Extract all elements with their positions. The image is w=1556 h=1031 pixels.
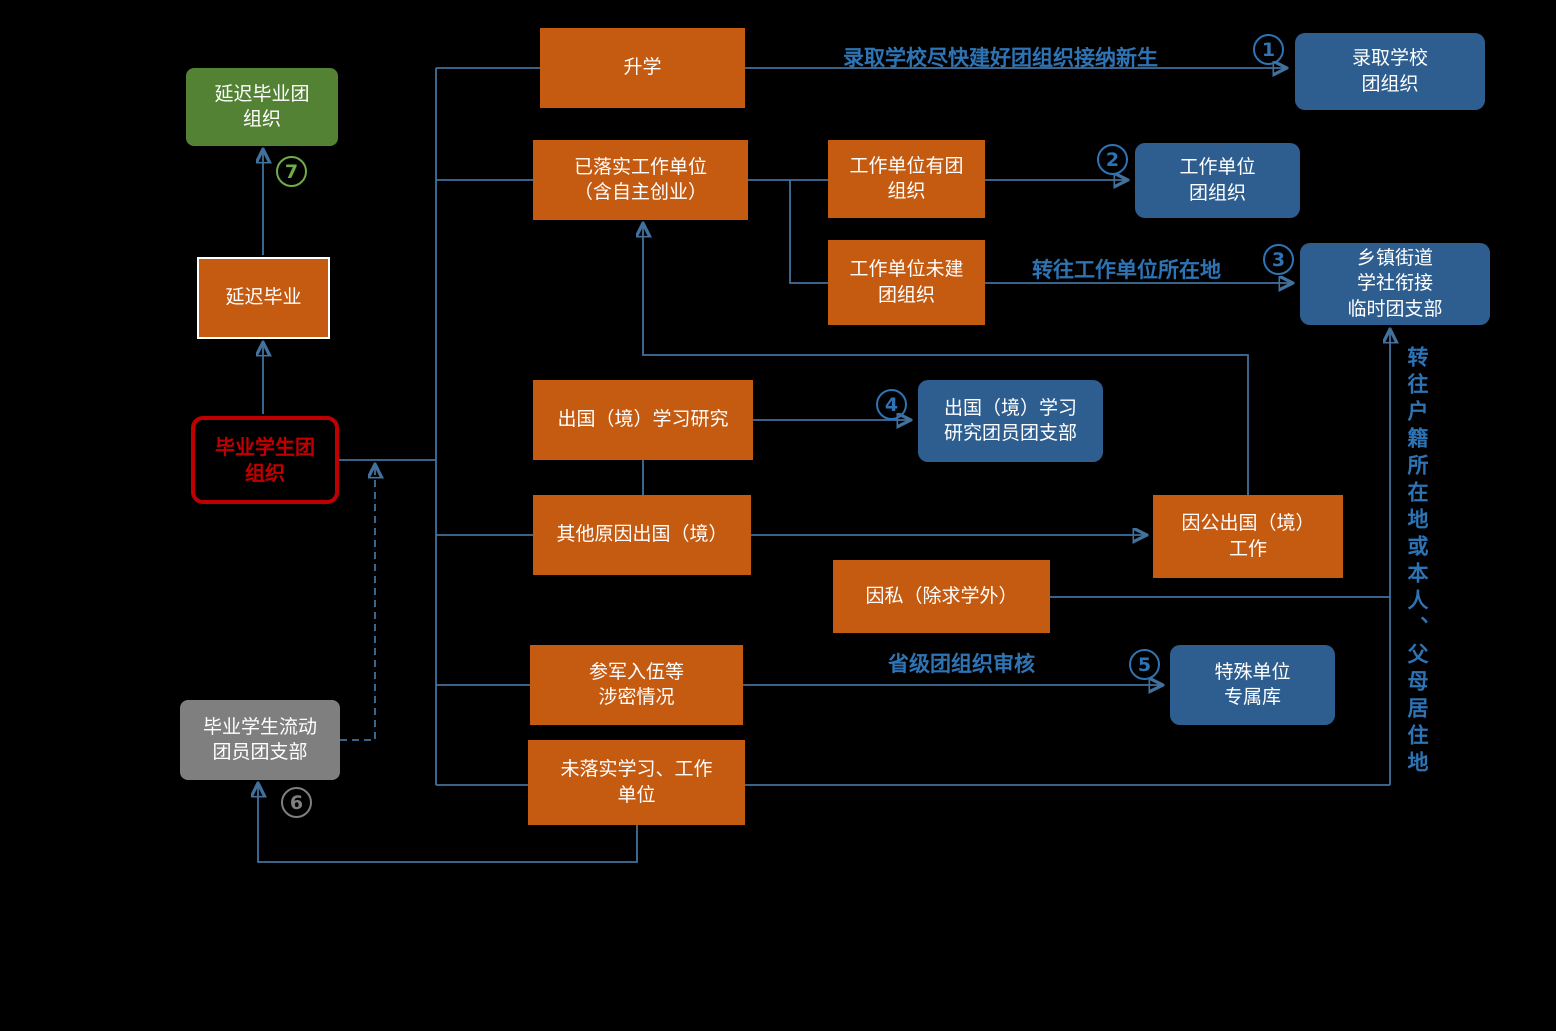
edge-label-to-household: 转往户籍所在地或本人、父母居住地	[1405, 346, 1429, 778]
node-graduate-student-league: 毕业学生团 组织	[191, 416, 339, 504]
node-work-unit-with-league: 工作单位有团 组织	[828, 140, 985, 218]
edge-mobile-to-graduate-dashed	[340, 465, 375, 741]
node-work-unit-without-league: 工作单位未建 团组织	[828, 240, 985, 325]
node-work-unit-league: 工作单位 团组织	[1135, 143, 1300, 218]
step-badge-6: 6	[281, 787, 312, 818]
step-badge-1: 1	[1253, 34, 1284, 65]
node-mobile-member-branch: 毕业学生流动 团员团支部	[180, 700, 340, 780]
node-official-abroad-work: 因公出国（境） 工作	[1153, 495, 1343, 578]
node-abroad-study-member-branch: 出国（境）学习 研究团员团支部	[918, 380, 1103, 462]
node-township-temp-branch: 乡镇街道 学社衔接 临时团支部	[1300, 243, 1490, 325]
edge-label-to-work-unit: 转往工作单位所在地	[1032, 258, 1221, 282]
node-abroad-study: 出国（境）学习研究	[533, 380, 753, 460]
node-special-unit-database: 特殊单位 专属库	[1170, 645, 1335, 725]
node-military-confidential: 参军入伍等 涉密情况	[530, 645, 743, 725]
edge-label-provincial-review: 省级团组织审核	[888, 652, 1035, 676]
edge-not-implemented-to-mobile	[258, 784, 638, 863]
node-further-study: 升学	[540, 28, 745, 108]
step-badge-7: 7	[276, 156, 307, 187]
step-badge-3: 3	[1263, 244, 1294, 275]
edge-label-admission: 录取学校尽快建好团组织接纳新生	[843, 46, 1158, 70]
step-badge-5: 5	[1129, 649, 1160, 680]
node-deferred-graduation: 延迟毕业	[197, 257, 330, 339]
node-admission-school-league: 录取学校 团组织	[1295, 33, 1485, 110]
step-badge-2: 2	[1097, 144, 1128, 175]
edge-official-to-employed	[643, 224, 1249, 495]
node-employed: 已落实工作单位 （含自主创业）	[533, 140, 748, 220]
edge-employed-to-without-league	[789, 180, 828, 284]
node-private-reason: 因私（除求学外）	[833, 560, 1050, 633]
node-not-implemented: 未落实学习、工作 单位	[528, 740, 745, 825]
node-abroad-other-reason: 其他原因出国（境）	[533, 495, 751, 575]
step-badge-4: 4	[876, 389, 907, 420]
node-deferred-graduation-league: 延迟毕业团 组织	[186, 68, 338, 146]
